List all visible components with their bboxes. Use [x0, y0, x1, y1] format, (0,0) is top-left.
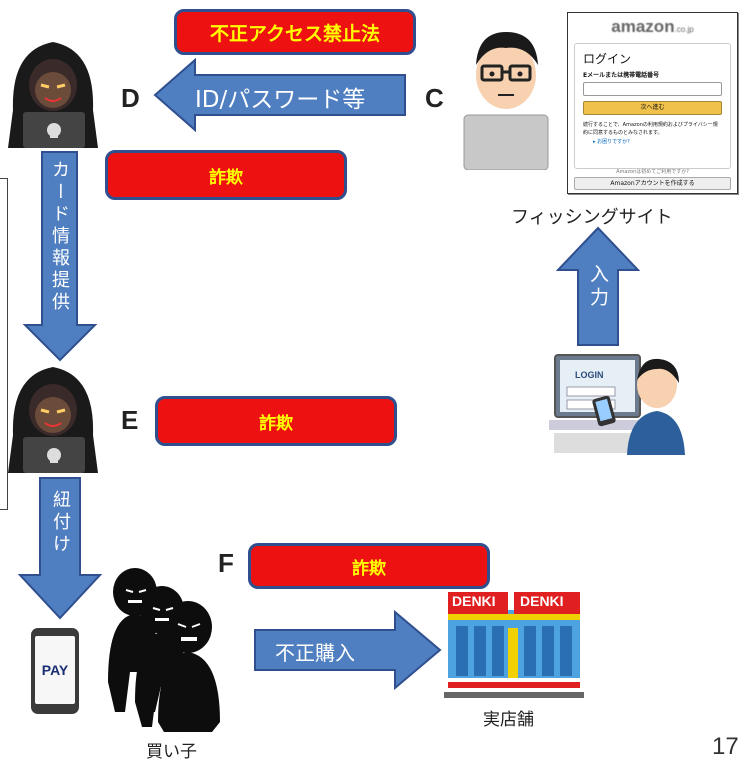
input-text: 入力 [587, 264, 609, 310]
next-button[interactable]: 次へ進む [583, 101, 722, 115]
left-bracket [0, 178, 8, 510]
pay-label: PAY [41, 662, 69, 678]
node-f-label: F [218, 548, 234, 578]
arrow-id-password [153, 57, 406, 133]
node-c-label: C [425, 83, 444, 113]
person-c-icon [463, 32, 549, 170]
store-caption: 実店舗 [483, 710, 534, 730]
fraud-label-d: 詐欺 [105, 150, 347, 200]
terms-text: 続行することで、Amazonの利用規約およびプライバシー規約に同意するものとみな… [583, 122, 718, 136]
login-title: ログイン [583, 52, 632, 66]
arrow-illegal-purchase [254, 609, 442, 691]
unauthorized-access-law-label: 不正アクセス禁止法 [174, 9, 416, 55]
create-account-button[interactable]: Amazonアカウントを作成する [574, 177, 731, 190]
email-field-label: Eメールまたは携帯電話番号 [583, 72, 660, 79]
login-panel: ログイン Eメールまたは携帯電話番号 次へ進む 続行することで、Amazonの利… [574, 43, 731, 169]
store-sign-left: DENKI [452, 593, 496, 609]
monitor-login-text: LOGIN [575, 370, 604, 380]
hacker-d-icon [8, 42, 98, 148]
illegal-purchase-text: 不正購入 [275, 641, 355, 665]
email-field[interactable] [583, 82, 722, 96]
first-time-text: Amazonは初めてご利用ですか? [616, 169, 689, 175]
arrow-link [17, 477, 103, 620]
page-number: 17 [712, 733, 739, 760]
arrow-card-info [22, 151, 98, 362]
fraud-label-e: 詐欺 [155, 396, 397, 446]
arrow-input [555, 226, 641, 346]
help-link[interactable]: ▸ お困りですか? [593, 139, 630, 145]
link-text: 紐付け [50, 490, 71, 556]
phishing-site-screenshot: amazon.co.jp ログイン Eメールまたは携帯電話番号 次へ進む 続行す… [567, 12, 738, 194]
id-password-text: ID/パスワード等 [195, 87, 366, 113]
store-sign-right: DENKI [520, 593, 564, 609]
card-info-text: カード情報提供 [49, 160, 70, 314]
buyers-icon [108, 568, 220, 732]
smartphone-icon: PAY [31, 628, 79, 714]
phishing-site-caption: フィッシングサイト [511, 207, 673, 228]
buyers-caption: 買い子 [146, 742, 197, 762]
hacker-e-icon [8, 367, 98, 473]
store-icon [444, 592, 584, 698]
node-d-label: D [121, 83, 140, 113]
node-e-label: E [121, 405, 139, 435]
victim-computer-icon [549, 354, 685, 455]
fraud-label-f: 詐欺 [248, 543, 490, 589]
amazon-logo: amazon.co.jp [611, 17, 694, 36]
